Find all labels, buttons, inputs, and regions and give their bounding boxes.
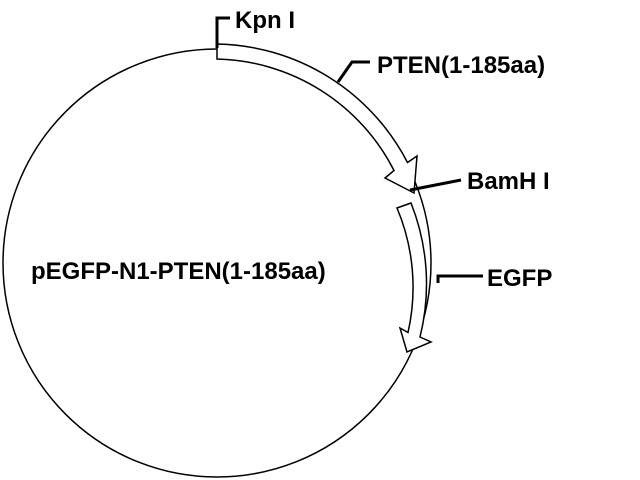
- pten-feature-label: PTEN(1-185aa): [377, 52, 545, 79]
- pten-feature-arrow: [216, 43, 418, 195]
- egfp-label-leader: [436, 274, 483, 283]
- pten-label-leader: [336, 60, 370, 83]
- egfp-feature-label: EGFP: [487, 265, 552, 292]
- plasmid-name-label: pEGFP-N1-PTEN(1-185aa): [31, 258, 326, 285]
- kpn-site-leader: [215, 16, 230, 48]
- bamh-site-leader: [409, 178, 462, 192]
- egfp-feature-arrow: [396, 202, 433, 354]
- bamh-site-label: BamH I: [467, 168, 550, 195]
- kpn-site-label: Kpn I: [235, 7, 295, 34]
